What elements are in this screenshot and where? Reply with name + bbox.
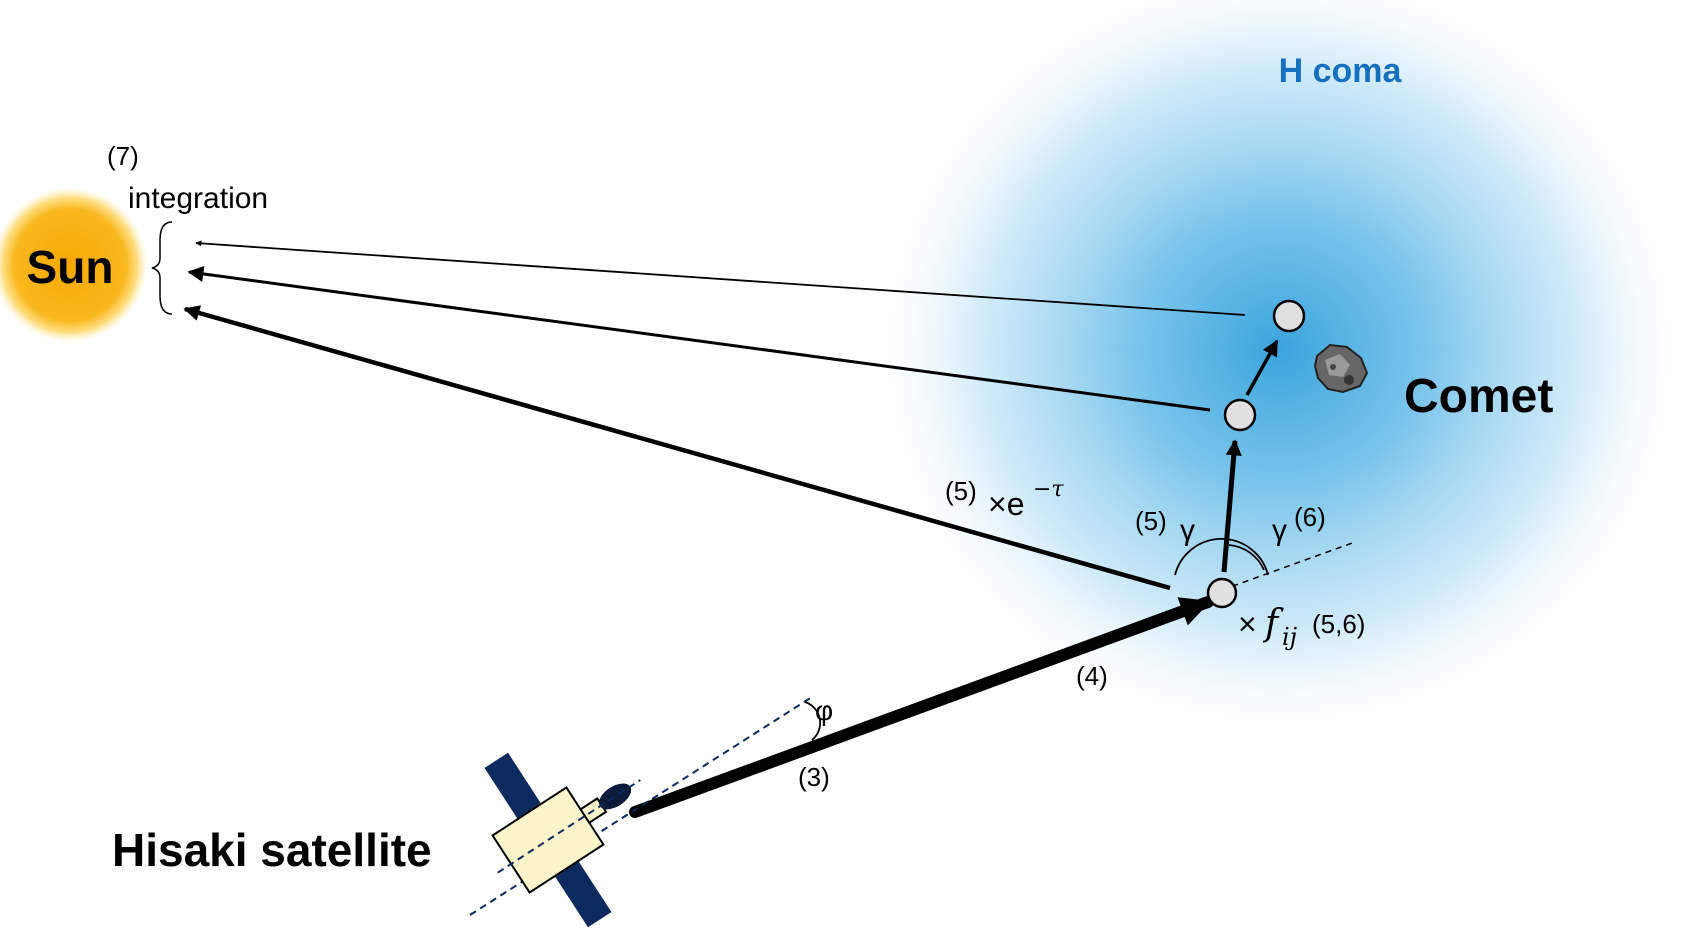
ray-particle2-to-sun	[187, 266, 1211, 412]
comet-label: Comet	[1404, 370, 1553, 423]
line-of-sight-arrow	[629, 596, 1214, 818]
phi-arc	[804, 701, 822, 741]
integration-brace	[151, 221, 173, 315]
comet-nucleus-icon	[1313, 343, 1369, 394]
particle-2	[1223, 398, 1257, 432]
phi-label: φ	[815, 695, 833, 726]
scatter-arrow-2-to-3	[1245, 339, 1279, 396]
incoming-ray-extension	[1221, 541, 1356, 591]
step5-extinction-number: (5)	[945, 476, 977, 506]
particle-3	[1272, 299, 1306, 333]
gamma-left-label: γ	[1180, 514, 1195, 547]
step7-label: integration	[128, 182, 268, 215]
step56-number: (5,6)	[1312, 609, 1365, 639]
h-coma-cloud	[855, 0, 1699, 765]
gamma-right-label: γ	[1272, 514, 1287, 547]
step5-gamma-number: (5)	[1135, 506, 1167, 536]
phase-function-ij: ij	[1282, 623, 1298, 651]
h-coma-label: H coma	[1279, 52, 1403, 90]
sun-label: Sun	[27, 241, 114, 293]
step7-number: (7)	[107, 141, 139, 171]
sun-icon	[0, 187, 148, 343]
satellite-label: Hisaki satellite	[112, 824, 432, 876]
extinction-factor: ×e	[988, 486, 1024, 522]
ray-particle1-to-sun	[183, 305, 1171, 591]
gamma-arc-inner	[1228, 544, 1265, 571]
step4-number: (4)	[1076, 661, 1108, 691]
tau-exponent: −τ	[1033, 477, 1064, 502]
satellite-icon	[484, 752, 641, 928]
step3-number: (3)	[798, 762, 830, 792]
ray-particle3-to-sun	[195, 240, 1246, 316]
scatter-arrow-1-to-2	[1221, 439, 1242, 573]
step6-number: (6)	[1294, 502, 1326, 532]
particle-1	[1206, 577, 1238, 609]
gamma-arc-outer	[1174, 538, 1269, 576]
satellite-axis-dashed	[469, 696, 813, 916]
times-sign: ×	[1238, 606, 1257, 642]
